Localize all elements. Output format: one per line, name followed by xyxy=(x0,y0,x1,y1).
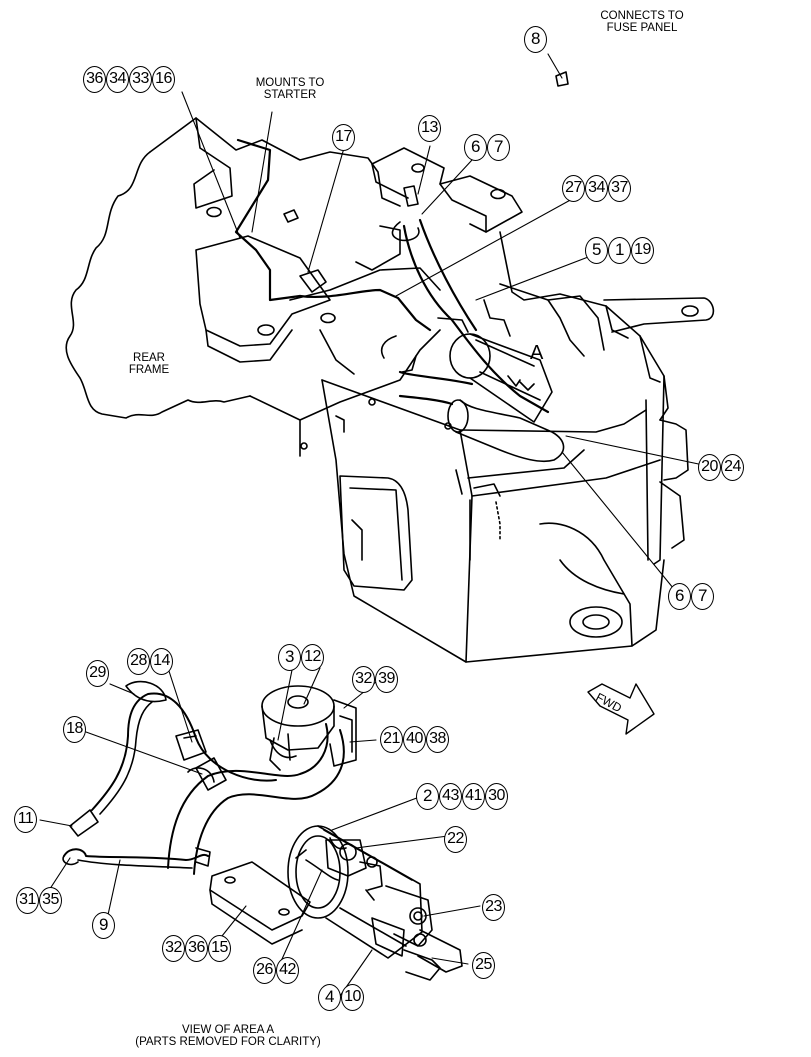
callout-balloon: 27 xyxy=(562,175,585,202)
fwd-arrow xyxy=(587,683,655,735)
rear-frame-label-line-2: FRAME xyxy=(128,364,170,376)
callout-balloon: 35 xyxy=(39,887,62,914)
callout-balloon: 12 xyxy=(301,644,324,671)
starter-note: MOUNTS TO STARTER xyxy=(250,77,330,101)
callout-balloon: 10 xyxy=(341,984,364,1011)
fuse-panel-note: CONNECTS TO FUSE PANEL xyxy=(592,10,692,34)
rear-frame-label-line-1: REAR xyxy=(133,352,165,364)
callout-balloon: 25 xyxy=(472,952,495,979)
callout-balloon: 31 xyxy=(16,887,39,914)
fuse-panel-lead xyxy=(555,71,569,87)
callout-balloon: 13 xyxy=(418,115,441,142)
callout-balloon: 2 xyxy=(416,783,439,810)
callout-balloon: 11 xyxy=(14,806,37,833)
callout-balloon: 38 xyxy=(426,726,449,753)
callout-balloon: 36 xyxy=(83,66,106,93)
callout-balloon: 15 xyxy=(208,935,231,962)
callout-balloon: 7 xyxy=(691,583,714,610)
callout-balloon: 30 xyxy=(485,783,508,810)
area-a-marker: A xyxy=(530,342,544,364)
view-caption-line-2: (PARTS REMOVED FOR CLARITY) xyxy=(135,1036,321,1048)
callout-balloon: 23 xyxy=(482,894,505,921)
area-a-detail xyxy=(62,680,463,981)
callout-balloon: 29 xyxy=(86,660,109,687)
callout-balloon: 26 xyxy=(253,957,276,984)
callout-balloon: 22 xyxy=(444,826,467,853)
fuse-panel-note-line-2: FUSE PANEL xyxy=(606,22,678,34)
starter-note-line-2: STARTER xyxy=(263,89,317,101)
callout-balloon: 14 xyxy=(150,648,173,675)
callout-balloon: 18 xyxy=(63,716,86,743)
rear-frame-label: REAR FRAME xyxy=(114,352,184,376)
callout-balloon: 34 xyxy=(585,175,608,202)
view-caption: VIEW OF AREA A (PARTS REMOVED FOR CLARIT… xyxy=(110,1024,346,1048)
rear-frame-assembly xyxy=(65,117,715,663)
callout-balloon: 43 xyxy=(439,783,462,810)
callout-balloon: 8 xyxy=(524,26,547,53)
callout-balloon: 19 xyxy=(631,237,654,264)
callout-balloon: 4 xyxy=(318,984,341,1011)
callout-balloon: 5 xyxy=(585,237,608,264)
callout-balloon: 9 xyxy=(92,912,115,939)
callout-balloon: 40 xyxy=(403,726,426,753)
callout-balloon: 42 xyxy=(276,957,299,984)
callout-balloon: 32 xyxy=(162,935,185,962)
callout-balloon: 21 xyxy=(380,726,403,753)
callout-balloon: 37 xyxy=(608,175,631,202)
callout-balloon: 1 xyxy=(608,237,631,264)
callout-balloon: 34 xyxy=(106,66,129,93)
callout-balloon: 3 xyxy=(278,644,301,671)
callout-balloon: 36 xyxy=(185,935,208,962)
fuse-panel-note-line-1: CONNECTS TO xyxy=(600,10,684,22)
callout-balloon: 33 xyxy=(129,66,152,93)
callout-balloon: 28 xyxy=(127,648,150,675)
callout-balloon: 32 xyxy=(352,666,375,693)
callout-balloon: 6 xyxy=(668,583,691,610)
callout-balloon: 39 xyxy=(375,666,398,693)
callout-balloon: 6 xyxy=(464,134,487,161)
view-caption-line-1: VIEW OF AREA A xyxy=(181,1024,275,1036)
leader-lines xyxy=(39,53,709,997)
callout-balloon: 20 xyxy=(698,454,721,481)
callout-balloon: 16 xyxy=(152,66,175,93)
callout-balloon: 24 xyxy=(721,454,744,481)
callout-balloon: 17 xyxy=(332,124,355,151)
callout-balloon: 7 xyxy=(487,134,510,161)
callout-balloon: 41 xyxy=(462,783,485,810)
starter-note-line-1: MOUNTS TO xyxy=(255,77,325,89)
